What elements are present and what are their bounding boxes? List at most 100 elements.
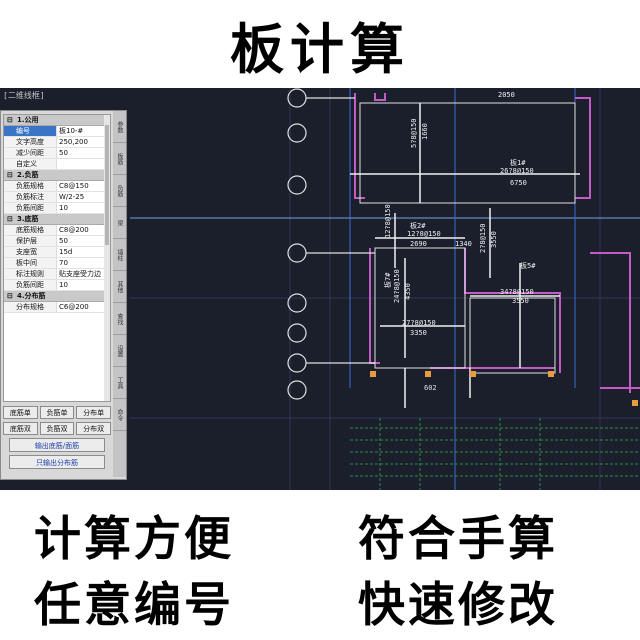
room-outline	[374, 247, 466, 369]
slab-label: 板2#	[410, 221, 426, 230]
button-row-double: 底筋双 负筋双 分布双	[3, 422, 112, 435]
button-row-single: 底筋单 负筋单 分布单	[3, 406, 112, 419]
wall-segment	[464, 248, 561, 373]
wall-segment	[374, 93, 386, 101]
distribution-double-button[interactable]: 分布双	[76, 422, 112, 435]
rebar-label: 27?8@150	[402, 319, 436, 327]
cad-drawing[interactable]: 2050 26?8@150 6750 板1# 12?8@150 2690 134…	[0, 88, 640, 490]
view-mode-label[interactable]: [二维线框]	[3, 91, 45, 100]
background-grid	[130, 88, 640, 490]
page-title-banner: 板计算	[0, 0, 640, 88]
vtab-slab-rebar[interactable]: 板筋	[113, 143, 126, 175]
column	[548, 371, 554, 377]
foundation-grid	[350, 418, 640, 490]
page-title: 板计算	[230, 17, 410, 81]
axis-bubble	[287, 380, 307, 400]
column	[632, 400, 638, 406]
column	[425, 371, 431, 377]
dimension-label: 3550	[490, 231, 498, 248]
negative-rebar-single-button[interactable]: 负筋单	[39, 406, 75, 419]
dimension-label: 2690	[410, 240, 427, 248]
room-outline	[469, 297, 556, 374]
slab-label: 板7#	[383, 272, 392, 288]
grid-bubble-label: 602	[424, 384, 437, 392]
slogan-convenient: 计算方便	[34, 512, 234, 567]
vtab-settings[interactable]: 设置	[113, 335, 126, 367]
columns	[370, 371, 638, 406]
bottom-rebar-single-button[interactable]: 底筋单	[3, 406, 38, 419]
vtab-negative-rebar[interactable]: 负筋	[113, 175, 126, 207]
scrollbar-thumb[interactable]	[105, 125, 109, 245]
column	[370, 371, 376, 377]
axis-bubble	[287, 88, 307, 108]
slab-label: 板5#	[520, 261, 536, 270]
rebar-lines	[350, 103, 580, 408]
negative-rebar-double-button[interactable]: 负筋双	[39, 422, 75, 435]
room-outline	[359, 102, 576, 204]
section-header-negative-rebar[interactable]: ⊟2.负筋	[4, 170, 110, 181]
axis-bubble	[287, 243, 307, 263]
output-rebar-button[interactable]: 输出底筋/面筋	[9, 438, 105, 452]
wall-segment	[354, 93, 365, 199]
section-header-distribution-rebar[interactable]: ⊟4.分布筋	[4, 291, 110, 302]
dimension-label: 3350	[410, 329, 427, 337]
cad-drawing-viewport[interactable]: 2050 26?8@150 6750 板1# 12?8@150 2690 134…	[0, 88, 640, 490]
bottom-rebar-double-button[interactable]: 底筋双	[3, 422, 38, 435]
axis-bubbles	[287, 88, 375, 400]
axis-bubble	[287, 353, 307, 373]
vtab-other[interactable]: 其他	[113, 271, 126, 303]
axis-bubble	[287, 123, 307, 143]
section-header-bottom-rebar[interactable]: ⊟3.底筋	[4, 214, 110, 225]
cad-vertical-labels: 5?8@150 1660 12?8@150 2?8@150 3550 24?8@…	[383, 118, 498, 303]
rebar-label: 34?8@150	[500, 288, 534, 296]
property-row[interactable]: 标注规则贴支座受力边	[4, 269, 110, 280]
property-row[interactable]: 编号板10-#	[4, 126, 110, 137]
slogan-numbering: 任意编号	[34, 578, 234, 633]
dimension-label: 2050	[498, 91, 515, 99]
vtab-search[interactable]: 查找	[113, 303, 126, 335]
vertical-tab-strip: 参数 板筋 负筋 梁 墙柱 其他 查找 设置 工具 命令	[113, 111, 126, 477]
wall-outlines	[359, 102, 576, 374]
slogan-area: 计算方便 符合手算 任意编号 快速修改	[0, 490, 640, 640]
vtab-commands[interactable]: 命令	[113, 399, 126, 431]
dimension-label: 4350	[404, 283, 412, 300]
wall-segment	[575, 97, 591, 199]
axis-bubble	[287, 175, 307, 195]
section-header-common[interactable]: ⊟1.公用	[4, 115, 110, 126]
property-row[interactable]: 自定义	[4, 159, 110, 170]
output-distribution-only-button[interactable]: 只输出分布筋	[9, 455, 105, 469]
property-scrollbar[interactable]	[104, 115, 110, 401]
rebar-label: 12?8@150	[384, 204, 392, 238]
column	[470, 371, 476, 377]
rebar-label: 12?8@150	[407, 230, 441, 238]
distribution-single-button[interactable]: 分布单	[76, 406, 112, 419]
rebar-label: 2?8@150	[479, 223, 487, 253]
dimension-label: 6750	[510, 179, 527, 187]
dimension-label: 1660	[421, 123, 429, 140]
rebar-label: 24?8@150	[393, 269, 401, 303]
dimension-label: 3550	[512, 297, 529, 305]
axis-bubble	[287, 293, 307, 313]
vtab-beam[interactable]: 梁	[113, 207, 126, 239]
vtab-params[interactable]: 参数	[113, 111, 126, 143]
vtab-wall-column[interactable]: 墙柱	[113, 239, 126, 271]
slab-label: 板1#	[510, 158, 526, 167]
dimension-label: 1340	[455, 240, 472, 248]
rebar-label: 5?8@150	[410, 118, 418, 148]
slogan-quick-edit: 快速修改	[358, 578, 558, 633]
vtab-tools[interactable]: 工具	[113, 367, 126, 399]
cad-labels: 2050 26?8@150 6750 板1# 12?8@150 2690 134…	[402, 91, 536, 392]
